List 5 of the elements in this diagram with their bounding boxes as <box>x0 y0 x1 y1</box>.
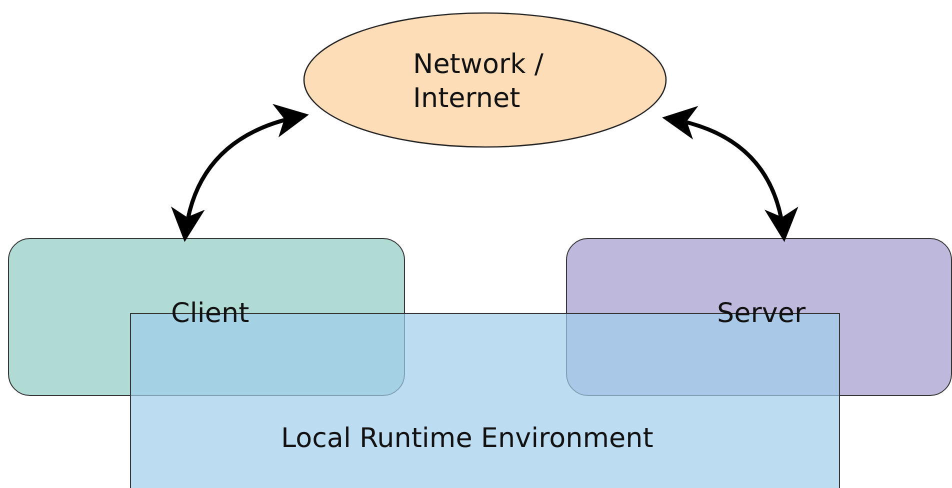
network-ellipse <box>303 12 667 148</box>
double-arrow <box>662 107 797 242</box>
node-label: Local Runtime Environment <box>281 422 654 456</box>
node-label: Network / Internet <box>413 48 544 116</box>
double-arrow <box>172 105 309 242</box>
